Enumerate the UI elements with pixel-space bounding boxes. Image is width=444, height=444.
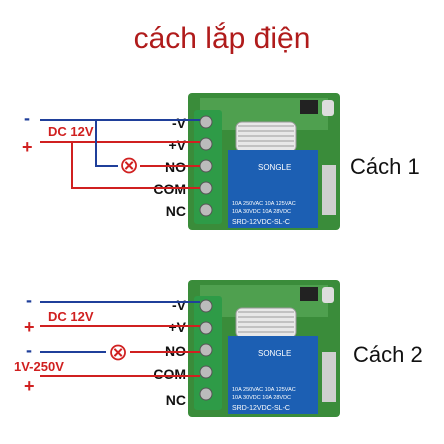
relay-model-1: SRD-12VDC-SL-C <box>232 219 290 226</box>
terminal-label-1-2: +V <box>168 137 186 153</box>
side-component-2 <box>322 352 336 402</box>
antenna-coil-1 <box>235 121 297 153</box>
terminal-label-2-1: -V <box>172 297 187 313</box>
relay-model-2: SRD-12VDC-SL-C <box>232 405 290 412</box>
relay-spec-1a: 10A 250VAC 10A 125VAC <box>232 201 296 207</box>
load-supply-label-2: 1V-250V <box>14 359 64 374</box>
capacitor-1 <box>322 100 334 116</box>
side-component-1 <box>322 165 336 215</box>
relay-spec-1b: 10A 30VDC 10A 28VDC <box>232 209 291 215</box>
capacitor-2 <box>322 287 334 303</box>
terminal-screw-2-4 <box>199 365 213 379</box>
ic-chip-2 <box>300 287 318 301</box>
left-minus-2b: - <box>26 340 32 360</box>
left-minus-1: - <box>24 108 30 128</box>
ic-chip-1 <box>300 100 318 114</box>
terminal-screw-1-5 <box>199 203 213 217</box>
terminal-screw-1-2 <box>199 137 213 151</box>
relay-body-1 <box>228 150 318 228</box>
terminal-screw-1-1 <box>199 115 213 129</box>
relay-brand-1: SONGLE <box>258 163 291 172</box>
terminal-screw-2-2 <box>199 321 213 335</box>
antenna-coil-2 <box>235 307 297 339</box>
wire-com-1 <box>71 142 200 189</box>
terminal-label-2-4: COM <box>153 366 186 382</box>
terminal-screw-2-3 <box>199 343 213 357</box>
terminal-screw-2-1 <box>199 299 213 313</box>
lamp-symbol-2: ⊗ <box>108 338 128 366</box>
terminal-screw-2-5 <box>199 387 213 401</box>
left-minus-2: - <box>26 290 32 310</box>
diagram-2: SONGLE 10A 250VAC 10A 125VAC 10A 30VDC 1… <box>14 280 340 417</box>
terminal-label-1-5: NC <box>166 203 186 219</box>
caption-method-1: Cách 1 <box>350 154 420 179</box>
caption-method-2: Cách 2 <box>353 342 423 367</box>
wire-lamp-blue-1 <box>95 120 118 167</box>
lamp-symbol-1: ⊗ <box>119 151 139 179</box>
supply-label-2: DC 12V <box>48 309 94 324</box>
terminal-label-1-1: -V <box>172 115 187 131</box>
relay-spec-2a: 10A 250VAC 10A 125VAC <box>232 387 296 393</box>
terminal-label-2-5: NC <box>166 392 186 408</box>
page-title: cách lắp điện <box>133 22 311 55</box>
relay-body-2 <box>228 336 318 414</box>
supply-label-1: DC 12V <box>48 124 94 139</box>
relay-spec-2b: 10A 30VDC 10A 28VDC <box>232 395 291 401</box>
left-plus-2: + <box>24 317 35 337</box>
left-plus-1: + <box>22 137 33 157</box>
diagram-1: SONGLE 10A 250VAC 10A 125VAC 10A 30VDC 1… <box>22 93 340 230</box>
terminal-screw-1-3 <box>199 159 213 173</box>
terminal-screw-1-4 <box>199 181 213 195</box>
left-plus-2b: + <box>24 376 35 396</box>
relay-brand-2: SONGLE <box>258 349 291 358</box>
